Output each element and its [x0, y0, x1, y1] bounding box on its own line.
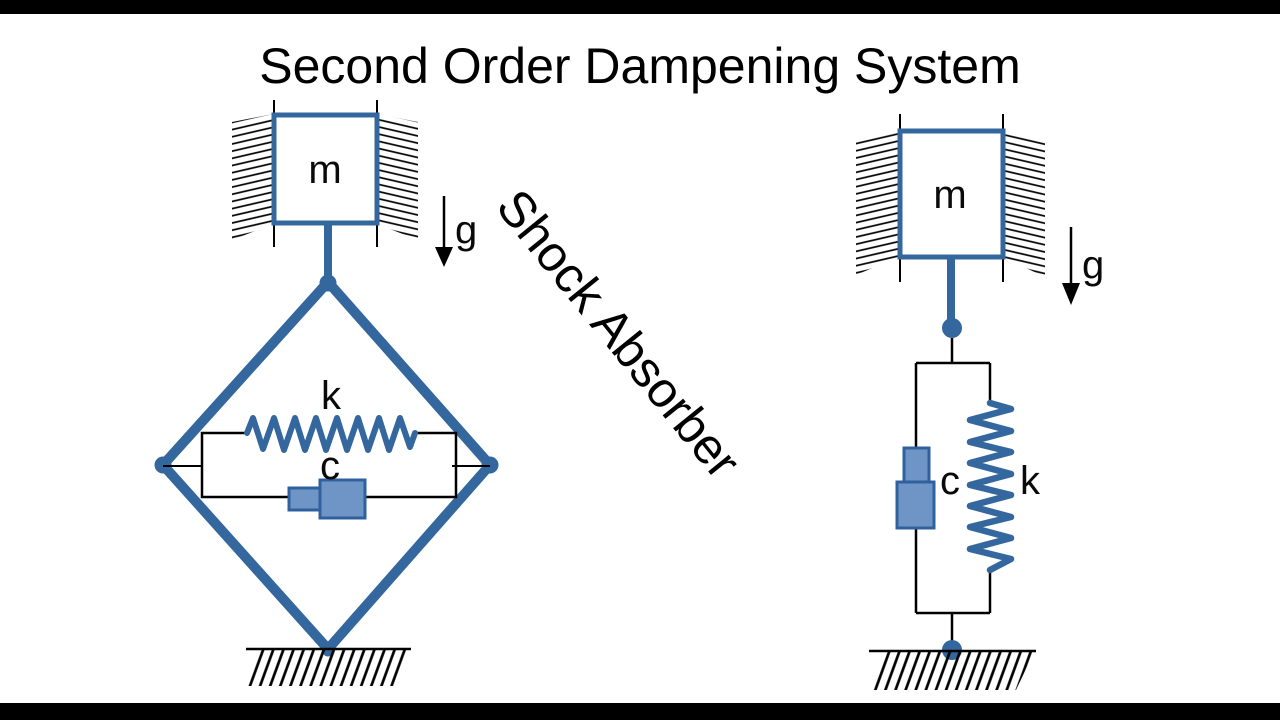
letterbox-top: [0, 0, 1280, 14]
left-spring-label: k: [321, 374, 342, 418]
right-gravity-arrow: g: [1062, 227, 1104, 305]
left-gravity-arrow: g: [435, 196, 477, 267]
pivot-top: [319, 274, 337, 292]
left-wall-hatch-left: [232, 114, 273, 240]
left-damper-body: [318, 478, 367, 520]
right-spring-label: k: [1020, 459, 1041, 503]
left-ground-hatch: [244, 650, 411, 686]
right-damper-rod: [902, 446, 931, 488]
left-damper-label: c: [320, 444, 340, 488]
right-ground-hatch: [870, 652, 1034, 690]
right-damper-body: [895, 480, 936, 530]
right-pivot-top: [942, 318, 962, 338]
left-gravity-label: g: [455, 208, 477, 252]
right-wall-hatch-left: [856, 131, 898, 275]
left-mass-label: m: [308, 148, 341, 192]
left-wall-hatch-right: [377, 114, 418, 240]
left-system: m k c: [154, 100, 499, 686]
right-damper-label: c: [940, 459, 960, 503]
right-system: m c k: [856, 114, 1104, 690]
right-mass-block: [897, 128, 1006, 260]
left-spring: [244, 415, 418, 453]
right-spring: [966, 399, 1015, 574]
right-wall-ticks: [899, 114, 1004, 282]
right-gravity-label: g: [1082, 243, 1104, 287]
right-wall-hatch-right: [1003, 131, 1045, 277]
diagram-title: Second Order Dampening System: [259, 38, 1021, 94]
letterbox-bottom: [0, 703, 1280, 720]
right-mass-label: m: [933, 173, 966, 217]
